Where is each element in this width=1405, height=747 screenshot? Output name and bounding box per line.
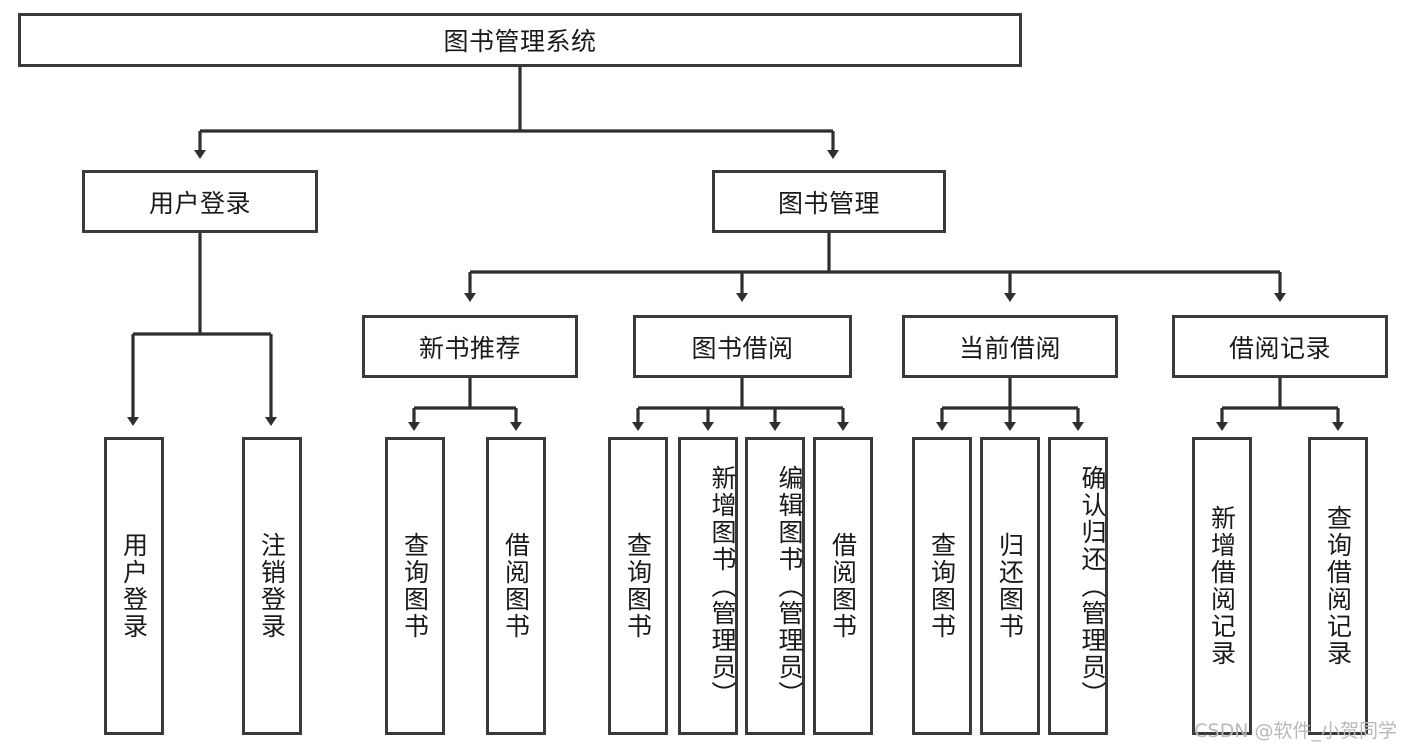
node-label: 编辑图书（管理员） bbox=[775, 464, 804, 708]
node-leaf-query-book-new[interactable]: 查询图书 bbox=[385, 437, 445, 735]
node-leaf-confirm-return-admin[interactable]: 确认归还（管理员） bbox=[1048, 437, 1108, 735]
node-label: 用户登录 bbox=[119, 532, 149, 640]
node-leaf-borrow-book-new[interactable]: 借阅图书 bbox=[486, 437, 546, 735]
node-user-login[interactable]: 用户登录 bbox=[82, 170, 318, 233]
node-leaf-return-book[interactable]: 归还图书 bbox=[980, 437, 1040, 735]
node-label: 新增图书（管理员） bbox=[708, 464, 737, 708]
node-label: 注销登录 bbox=[257, 532, 287, 640]
node-label: 查询图书 bbox=[623, 532, 653, 640]
node-label: 查询图书 bbox=[927, 532, 957, 640]
node-leaf-borrow-book-borrow[interactable]: 借阅图书 bbox=[813, 437, 873, 735]
node-leaf-query-book-current[interactable]: 查询图书 bbox=[912, 437, 972, 735]
node-label: 查询借阅记录 bbox=[1323, 505, 1353, 667]
node-label: 查询图书 bbox=[400, 532, 430, 640]
node-label: 用户登录 bbox=[148, 188, 251, 218]
node-label: 图书管理 bbox=[777, 188, 880, 218]
node-book-management[interactable]: 图书管理 bbox=[712, 170, 946, 233]
node-leaf-edit-book-admin[interactable]: 编辑图书（管理员） bbox=[745, 437, 805, 735]
node-label: 借阅图书 bbox=[828, 532, 858, 640]
node-label: 新书推荐 bbox=[418, 333, 521, 363]
node-label: 确认归还（管理员） bbox=[1078, 464, 1107, 708]
node-leaf-user-login[interactable]: 用户登录 bbox=[104, 437, 164, 735]
node-label: 借阅记录 bbox=[1228, 333, 1331, 363]
node-label: 归还图书 bbox=[995, 532, 1025, 640]
node-label: 当前借阅 bbox=[958, 333, 1061, 363]
node-root-book-management-system[interactable]: 图书管理系统 bbox=[18, 13, 1022, 67]
node-current-borrow[interactable]: 当前借阅 bbox=[902, 315, 1118, 378]
node-leaf-logout-login[interactable]: 注销登录 bbox=[242, 437, 302, 735]
node-label: 图书借阅 bbox=[691, 333, 794, 363]
node-leaf-query-book-borrow[interactable]: 查询图书 bbox=[608, 437, 668, 735]
node-leaf-add-borrow-record[interactable]: 新增借阅记录 bbox=[1192, 437, 1252, 735]
node-new-book-recommend[interactable]: 新书推荐 bbox=[362, 315, 578, 378]
node-label: 新增借阅记录 bbox=[1207, 505, 1237, 667]
node-leaf-query-borrow-record[interactable]: 查询借阅记录 bbox=[1308, 437, 1368, 735]
node-label: 图书管理系统 bbox=[443, 27, 597, 56]
node-leaf-add-book-admin[interactable]: 新增图书（管理员） bbox=[678, 437, 738, 735]
node-borrow-record[interactable]: 借阅记录 bbox=[1172, 315, 1388, 378]
node-book-borrow[interactable]: 图书借阅 bbox=[633, 315, 852, 378]
node-label: 借阅图书 bbox=[501, 532, 531, 640]
